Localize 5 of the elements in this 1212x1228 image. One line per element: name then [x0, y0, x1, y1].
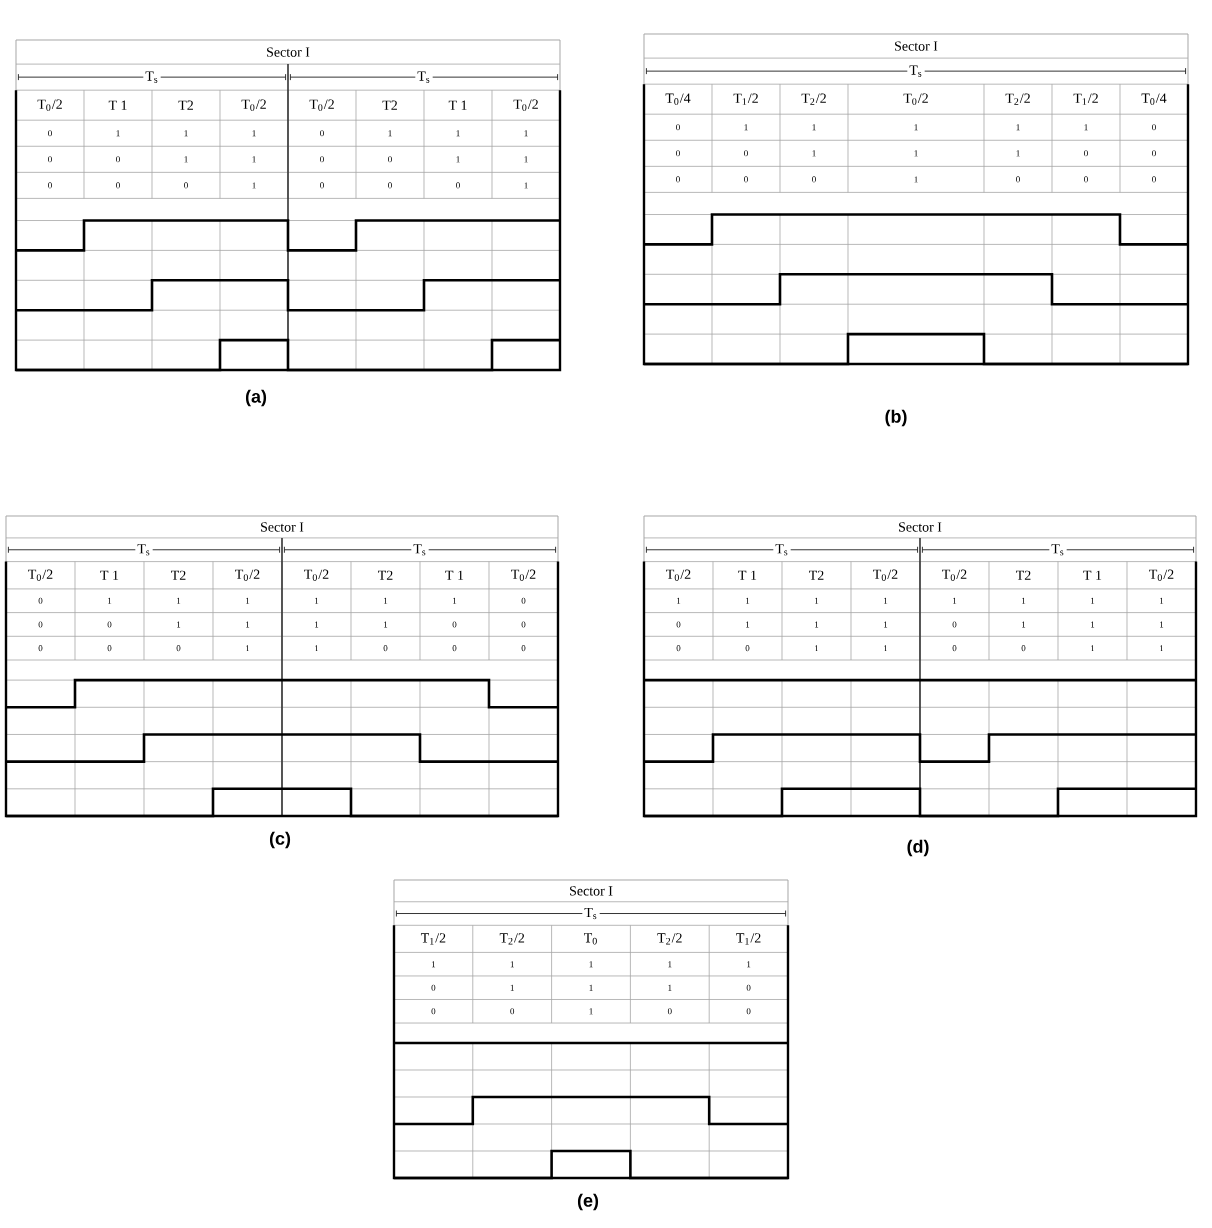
panel-caption: (d)	[907, 839, 929, 857]
panel-caption: (a)	[245, 389, 267, 407]
panel-caption: (e)	[577, 1193, 599, 1211]
panel-caption: (b)	[885, 409, 907, 427]
panel-caption: (c)	[269, 831, 291, 849]
